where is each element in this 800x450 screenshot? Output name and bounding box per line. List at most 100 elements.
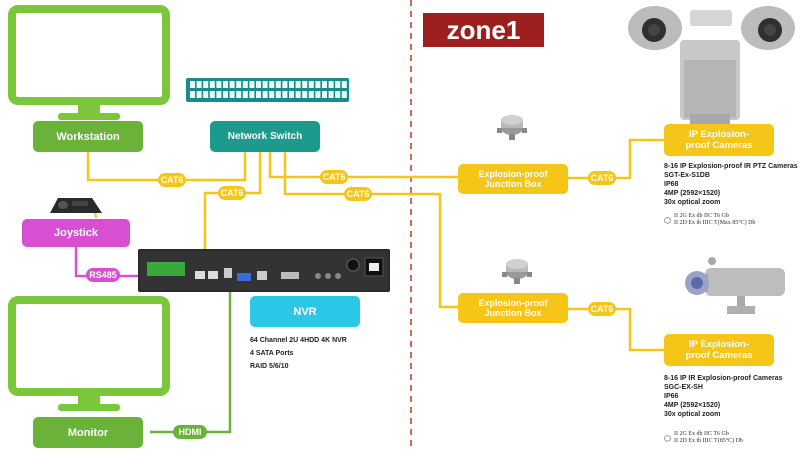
switch-port <box>262 81 268 88</box>
switch-port <box>295 81 301 88</box>
zone-label: zone1 <box>423 13 544 47</box>
switch-port <box>203 91 209 98</box>
cat-label-jb2: CAT6 <box>344 187 372 201</box>
switch-port <box>275 81 281 88</box>
junction-box-1-label: Explosion-proof Junction Box <box>458 164 568 194</box>
spec-line: 4 SATA Ports <box>250 350 294 357</box>
switch-port <box>229 81 235 88</box>
workstation-label: Workstation <box>33 121 143 152</box>
switch-port <box>289 91 294 98</box>
cat-label-cam1: CAT6 <box>588 171 616 185</box>
switch-port <box>229 91 235 98</box>
workstation-monitor-icon <box>8 5 170 125</box>
cert-line: II 2D Ex tb IIIC T(Max 85°C) Db <box>673 220 756 226</box>
switch-port <box>315 91 321 98</box>
display-monitor-icon <box>8 296 170 416</box>
switch-port <box>216 91 222 98</box>
ptz-camera-device <box>628 6 795 126</box>
switch-port <box>269 91 275 98</box>
switch-device <box>186 78 349 102</box>
hdmi-label: HDMI <box>173 425 207 439</box>
spec-line: 30x optical zoom <box>664 411 721 418</box>
switch-port <box>269 81 275 88</box>
switch-port <box>341 91 347 98</box>
spec-line: 8-16 IP IR Explosion-proof Cameras <box>664 375 783 382</box>
switch-port <box>236 81 242 88</box>
monitor-label: Monitor <box>33 417 143 448</box>
spec-line: IP68 <box>664 181 679 188</box>
spec-line: 8-16 IP Explosion-proof IR PTZ Cameras <box>664 163 798 170</box>
network-switch-label: Network Switch <box>210 121 320 152</box>
switch-port <box>223 81 228 88</box>
switch-port <box>249 81 255 88</box>
switch-port <box>249 91 255 98</box>
cert-line: II 2G Ex db IIC T6 Gb <box>673 213 729 219</box>
switch-port <box>328 81 334 88</box>
cat-label-jb1: CAT6 <box>320 170 348 184</box>
camera-1-specs: 8-16 IP Explosion-proof IR PTZ Cameras S… <box>664 162 798 207</box>
spec-line: RAID 5/6/10 <box>250 363 289 370</box>
switch-port <box>256 81 261 88</box>
cat-label-cam2: CAT6 <box>588 302 616 316</box>
nvr-specs: 64 Channel 2U 4HDD 4K NVR 4 SATA Ports R… <box>250 336 347 371</box>
junction-box-2-device <box>502 259 532 284</box>
cable-switch-jb1 <box>268 152 458 179</box>
ex-mark-icon: ⬡ <box>664 215 671 225</box>
cat-label-workstation: CAT6 <box>158 173 186 187</box>
ex-mark-icon: ⬡ <box>664 433 671 443</box>
switch-port <box>322 81 327 88</box>
switch-port <box>203 81 209 88</box>
switch-port <box>209 91 215 98</box>
switch-port <box>335 81 341 88</box>
spec-line: SGC-EX-SH <box>664 384 703 391</box>
spec-line: SGT-Ex-S1DB <box>664 172 710 179</box>
switch-port <box>196 91 202 98</box>
switch-port <box>302 81 308 88</box>
nvr-label: NVR <box>250 296 360 327</box>
camera-1-label: IP Explosion- proof Cameras <box>664 124 774 156</box>
switch-port <box>190 81 195 88</box>
nvr-device <box>138 249 390 292</box>
switch-port <box>328 91 334 98</box>
switch-port <box>302 91 308 98</box>
spec-line: 30x optical zoom <box>664 199 721 206</box>
cert-line: II 2G Ex db IIC T6 Gb <box>673 431 729 437</box>
spec-line: 4MP (2592×1520) <box>664 402 721 409</box>
camera-1-cert: ⬡ II 2G Ex db IIC T6 Gb II 2D Ex tb IIIC… <box>664 213 755 227</box>
switch-port <box>256 91 261 98</box>
switch-port <box>275 91 281 98</box>
switch-port <box>289 81 294 88</box>
rs485-label: RS485 <box>86 268 120 282</box>
switch-port <box>282 81 288 88</box>
cable-jb2-cam2 <box>568 307 664 352</box>
switch-port <box>209 81 215 88</box>
switch-port <box>308 81 314 88</box>
cable-switch-nvr <box>203 152 262 262</box>
cable-jb1-cam1 <box>568 138 664 180</box>
switch-port <box>295 91 301 98</box>
switch-port <box>308 91 314 98</box>
cert-line: II 2D Ex tb IIIC T(85°C) Db <box>673 438 743 444</box>
switch-port <box>282 91 288 98</box>
spec-line: 64 Channel 2U 4HDD 4K NVR <box>250 337 347 344</box>
spec-line: IP66 <box>664 393 679 400</box>
joystick-device <box>50 198 102 213</box>
bullet-camera-device <box>685 257 785 314</box>
junction-box-1-device <box>497 115 527 140</box>
switch-port <box>262 91 268 98</box>
switch-port <box>242 91 248 98</box>
switch-port <box>335 91 341 98</box>
cable-switch-jb2 <box>283 152 458 309</box>
switch-port <box>216 81 222 88</box>
switch-port <box>242 81 248 88</box>
cat-label-nvr: CAT6 <box>218 186 246 200</box>
joystick-label: Joystick <box>22 219 130 247</box>
switch-port <box>322 91 327 98</box>
switch-port <box>315 81 321 88</box>
camera-2-cert: ⬡ II 2G Ex db IIC T6 Gb II 2D Ex tb IIIC… <box>664 431 743 445</box>
switch-port <box>236 91 242 98</box>
switch-port <box>190 91 195 98</box>
switch-port <box>223 91 228 98</box>
